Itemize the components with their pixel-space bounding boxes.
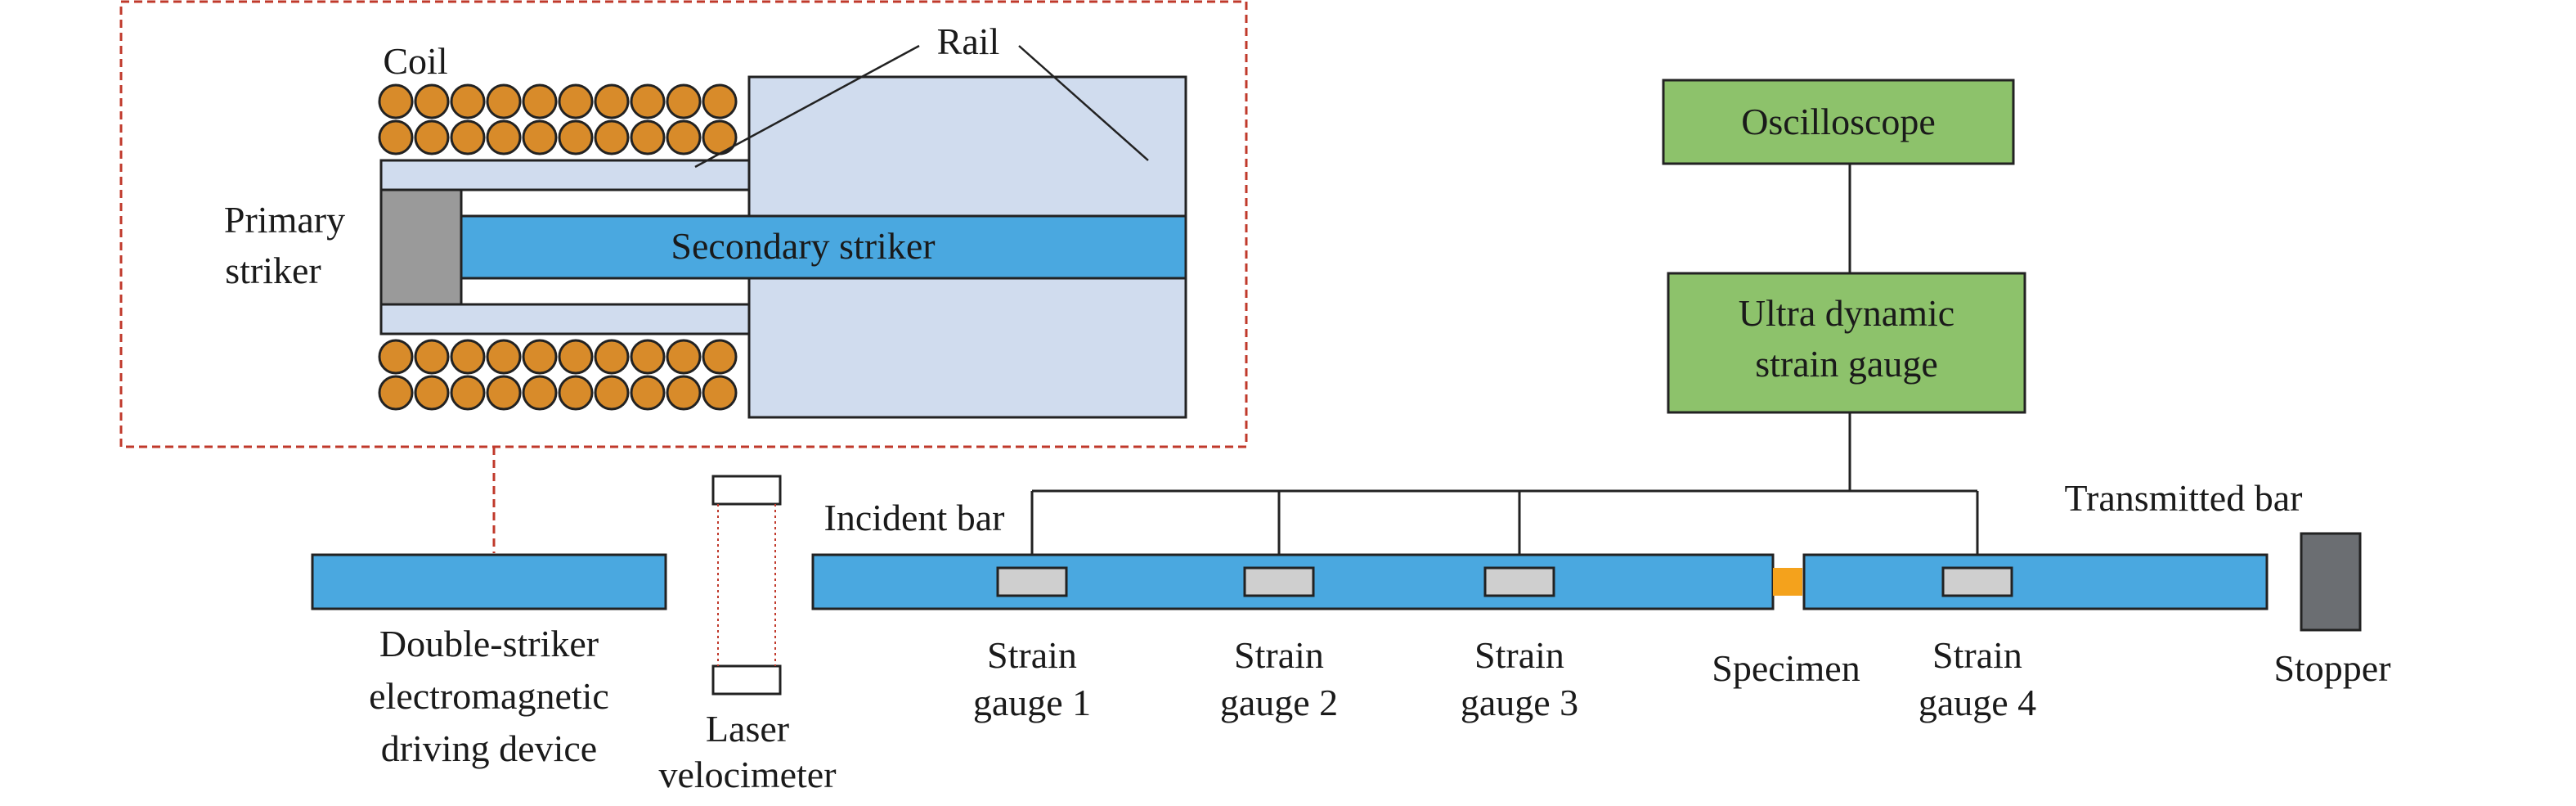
coil-turn bbox=[630, 375, 666, 411]
coil-turn bbox=[414, 83, 450, 119]
coil-turn bbox=[702, 83, 738, 119]
coil-turn bbox=[486, 339, 522, 375]
strain-gauge-device-label-line1: Ultra dynamic bbox=[1739, 292, 1954, 334]
coil-turn bbox=[558, 119, 594, 155]
strain-gauge-3-label-line1: Strain bbox=[1474, 634, 1564, 676]
incident-bar-label: Incident bar bbox=[824, 497, 1005, 538]
coil-turn bbox=[702, 119, 738, 155]
strain-gauge-device-box bbox=[1667, 272, 2026, 414]
coil-turn bbox=[558, 83, 594, 119]
coil-turn bbox=[594, 83, 630, 119]
oscilloscope-box bbox=[1662, 79, 2015, 165]
laser-velocimeter-label-line1: Laser bbox=[706, 708, 789, 750]
coil-turn bbox=[450, 119, 486, 155]
rail-tube-bottom-wall bbox=[379, 303, 752, 335]
coil-label: Coil bbox=[383, 40, 447, 82]
strain-gauge-3-patch bbox=[1483, 566, 1555, 597]
coil-turn bbox=[486, 83, 522, 119]
strain-gauge-4-patch bbox=[1941, 566, 2013, 597]
coil-turn bbox=[450, 83, 486, 119]
driving-device-label-line1: Double-striker bbox=[379, 623, 599, 664]
coil-windings bbox=[378, 83, 738, 411]
coil-turn bbox=[594, 119, 630, 155]
driving-device-label-line2: electromagnetic bbox=[369, 675, 609, 717]
stopper bbox=[2300, 532, 2362, 632]
inset-dashed-frame bbox=[119, 0, 1248, 448]
coil-turn bbox=[630, 83, 666, 119]
coil-turn bbox=[558, 375, 594, 411]
transmitted-bar bbox=[1802, 553, 2269, 610]
stopper-label: Stopper bbox=[2273, 647, 2390, 689]
specimen-label: Specimen bbox=[1712, 647, 1860, 689]
coil-turn bbox=[594, 339, 630, 375]
secondary-striker bbox=[460, 214, 1187, 280]
rail-tube-top-wall bbox=[379, 159, 752, 191]
driving-device-label-line3: driving device bbox=[381, 727, 597, 769]
coil-turn bbox=[522, 339, 558, 375]
laser-velocimeter-bottom bbox=[711, 664, 782, 696]
strain-gauge-2-patch bbox=[1243, 566, 1315, 597]
strain-gauge-1-label-line2: gauge 1 bbox=[973, 682, 1091, 723]
primary-striker-label-line2: striker bbox=[225, 250, 321, 291]
rail-label: Rail bbox=[937, 20, 1000, 62]
coil-turn bbox=[522, 83, 558, 119]
coil-turn bbox=[522, 119, 558, 155]
driving-device-bar bbox=[311, 553, 667, 610]
strain-gauge-1-patch bbox=[996, 566, 1068, 597]
strain-gauge-2-label-line2: gauge 2 bbox=[1220, 682, 1338, 723]
coil-turn bbox=[414, 119, 450, 155]
coil-turn bbox=[702, 375, 738, 411]
rail-pointer-line-left bbox=[694, 44, 920, 169]
laser-velocimeter-label-line2: velocimeter bbox=[658, 754, 836, 795]
rail-pointer-line-right bbox=[1018, 45, 1149, 161]
coil-turn bbox=[378, 375, 414, 411]
laser-velocimeter-top bbox=[711, 475, 782, 506]
coil-turn bbox=[630, 119, 666, 155]
strain-gauge-1-label-line1: Strain bbox=[987, 634, 1077, 676]
primary-striker-label-line1: Primary bbox=[224, 199, 345, 241]
secondary-striker-label: Secondary striker bbox=[671, 225, 935, 267]
coil-turn bbox=[378, 119, 414, 155]
coil-turn bbox=[414, 339, 450, 375]
coil-turn bbox=[378, 83, 414, 119]
strain-gauge-device-label-line2: strain gauge bbox=[1755, 343, 1938, 385]
strain-gauge-4-label-line2: gauge 4 bbox=[1919, 682, 2036, 723]
oscilloscope-label: Oscilloscope bbox=[1741, 101, 1936, 142]
coil-turn bbox=[522, 375, 558, 411]
primary-striker bbox=[379, 188, 463, 306]
coil-turn bbox=[630, 339, 666, 375]
coil-turn bbox=[486, 375, 522, 411]
coil-turn bbox=[378, 339, 414, 375]
coil-turn bbox=[486, 119, 522, 155]
coil-turn bbox=[450, 375, 486, 411]
strain-gauge-2-label-line1: Strain bbox=[1234, 634, 1324, 676]
specimen bbox=[1773, 568, 1802, 596]
coil-turn bbox=[414, 375, 450, 411]
transmitted-bar-label: Transmitted bar bbox=[2065, 477, 2303, 519]
coil-turn bbox=[450, 339, 486, 375]
coil-turn bbox=[702, 339, 738, 375]
coil-turn bbox=[666, 119, 702, 155]
strain-gauge-4-label-line1: Strain bbox=[1932, 634, 2022, 676]
coil-turn bbox=[558, 339, 594, 375]
strain-gauge-3-label-line2: gauge 3 bbox=[1461, 682, 1578, 723]
coil-turn bbox=[666, 339, 702, 375]
coil-turn bbox=[666, 83, 702, 119]
coil-turn bbox=[666, 375, 702, 411]
coil-turn bbox=[594, 375, 630, 411]
